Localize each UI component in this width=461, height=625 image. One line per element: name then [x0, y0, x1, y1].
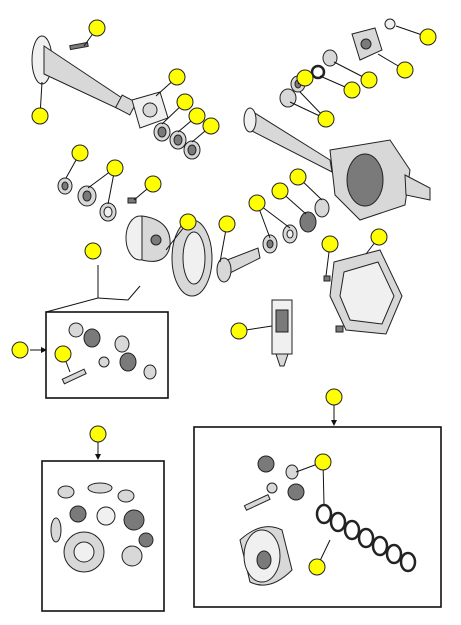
callout-marker[interactable] [88, 19, 106, 37]
callout-marker[interactable] [248, 194, 266, 212]
pinion-bearing-shims [262, 198, 330, 254]
callout-marker[interactable] [31, 107, 49, 125]
rebuild-kit-parts [50, 482, 154, 573]
callout-marker[interactable] [202, 117, 220, 135]
callout-marker[interactable] [321, 235, 339, 253]
callout-marker[interactable] [360, 71, 378, 89]
locker-kit-box [193, 426, 442, 608]
callout-marker[interactable] [343, 81, 361, 99]
callout-marker[interactable] [71, 144, 89, 162]
spider-gear-kit-box [45, 311, 169, 399]
callout-marker[interactable] [89, 425, 107, 443]
callout-marker[interactable] [168, 68, 186, 86]
differential-cover [329, 249, 403, 335]
bearing-retainer-plate [131, 91, 169, 129]
callout-marker[interactable] [11, 341, 29, 359]
axle-bearing-stack [153, 122, 201, 160]
sealant-tube [271, 299, 293, 367]
callout-marker[interactable] [230, 322, 248, 340]
callout-marker[interactable] [325, 388, 343, 406]
cover-bolt [323, 275, 344, 333]
callout-marker[interactable] [188, 107, 206, 125]
ring-gear [171, 219, 213, 297]
callout-marker[interactable] [54, 345, 72, 363]
callout-marker[interactable] [308, 558, 326, 576]
callout-marker[interactable] [176, 93, 194, 111]
axle-housing [243, 107, 431, 221]
clutch-plate-stack [315, 503, 417, 573]
spider-gear-kit-parts [61, 322, 157, 385]
callout-marker[interactable] [289, 168, 307, 186]
differential-case [125, 215, 171, 262]
rebuild-kit-box [41, 460, 165, 612]
callout-marker[interactable] [179, 213, 197, 231]
axle-shaft [31, 35, 138, 116]
callout-marker[interactable] [396, 61, 414, 79]
callout-marker[interactable] [370, 228, 388, 246]
pinion-gear [216, 247, 261, 283]
yoke-assembly [351, 18, 396, 61]
callout-marker[interactable] [317, 110, 335, 128]
callout-marker[interactable] [106, 159, 124, 177]
callout-marker[interactable] [84, 242, 102, 260]
axle-shaft-stud [69, 41, 89, 51]
callout-marker[interactable] [419, 28, 437, 46]
callout-marker[interactable] [218, 215, 236, 233]
callout-markers [11, 19, 437, 576]
locker-kit-parts [239, 455, 305, 586]
callout-marker[interactable] [271, 182, 289, 200]
callout-marker[interactable] [314, 453, 332, 471]
carrier-bearing-parts [57, 177, 137, 222]
callout-marker[interactable] [296, 69, 314, 87]
callout-marker[interactable] [144, 175, 162, 193]
